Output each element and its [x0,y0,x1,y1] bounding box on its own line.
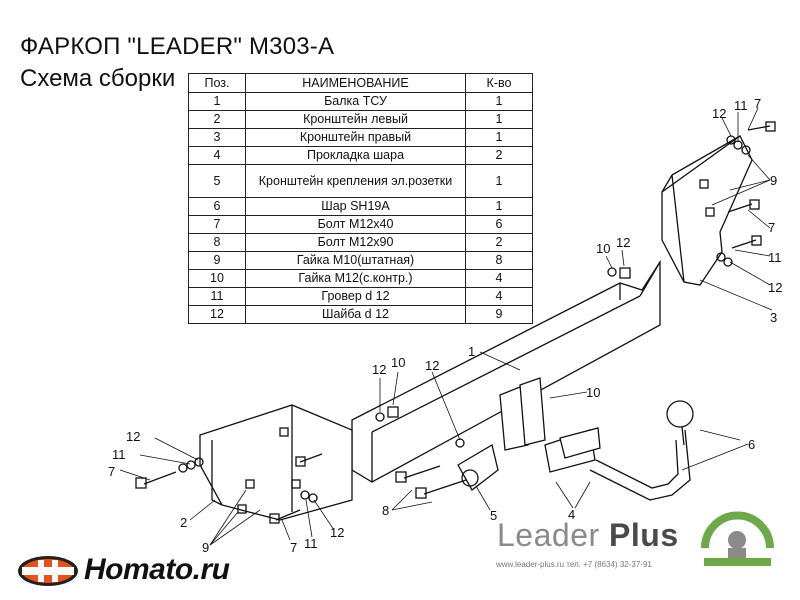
ball-mount [589,400,694,501]
row-name: Гровер d 12 [245,287,466,306]
callout-7-top: 7 [754,96,761,111]
callout-11-top: 11 [734,98,748,113]
ball-spacer-plates [499,377,601,473]
row-name: Кронштейн левый [245,110,466,129]
callout-9-left: 9 [202,540,209,555]
row-name: Кронштейн крепления эл.розетки [245,164,466,198]
callout-12-left: 12 [126,429,140,444]
callout-12-top: 12 [616,235,630,250]
callout-1: 1 [468,344,475,359]
row-name: Прокладка шара [245,146,466,165]
callout-3: 3 [770,310,777,325]
callout-10-mid: 10 [391,355,405,370]
row-pos: 11 [188,287,246,306]
callout-6: 6 [748,437,755,452]
document-title: ФАРКОП "LEADER" М303-А [20,33,335,60]
brand-name-bold: Plus [609,517,679,553]
callout-7-bottom: 7 [290,540,297,555]
row-name: Шайба d 12 [245,305,466,324]
leader-plus-logo-icon [701,511,774,566]
tow-beam [351,259,661,483]
row-qty: 9 [465,305,533,324]
socket-bracket [457,443,499,491]
callout-labels: 1 2 3 4 5 6 7 7 7 7 8 9 9 10 10 10 11 11… [108,96,782,555]
callout-4: 4 [568,507,575,522]
document-subtitle: Схема сборки [20,65,176,92]
parts-table-header: Поз. НАИМЕНОВАНИЕ К-во [188,73,533,93]
callout-2: 2 [180,515,187,530]
callout-10-top: 10 [596,241,610,256]
header-pos: Поз. [188,73,246,93]
callout-11-left: 11 [112,447,126,462]
callout-12-topright: 12 [712,106,726,121]
callout-12-bottom: 12 [330,525,344,540]
leader-plus-wordmark: Leader Plus [497,517,679,554]
callout-12-center: 12 [425,358,439,373]
washers-and-nuts [178,135,751,514]
homato-logo-icon [18,556,78,586]
brand-name-light: Leader [497,517,600,553]
bracket-left [199,404,353,521]
leader-lines [119,107,773,546]
callout-7-right: 7 [768,220,775,235]
callout-9-right: 9 [770,173,777,188]
row-pos: 12 [188,305,246,324]
callout-5: 5 [490,508,497,523]
callout-11-right: 11 [768,250,782,265]
homato-wordmark: Homato.ru [84,553,230,586]
callout-8: 8 [382,503,389,518]
bracket-right [661,135,753,286]
callout-12-right: 12 [768,280,782,295]
callout-12-mid: 12 [372,362,386,377]
bolts [135,121,776,524]
callout-10-ball: 10 [586,385,600,400]
callout-11-bottom: 11 [304,536,318,551]
row-name: Гайка М10(штатная) [245,251,466,270]
callout-7-left: 7 [108,464,115,479]
brand-contact-line: www.leader-plus.ru тел. +7 (8634) 32-37-… [496,560,652,569]
